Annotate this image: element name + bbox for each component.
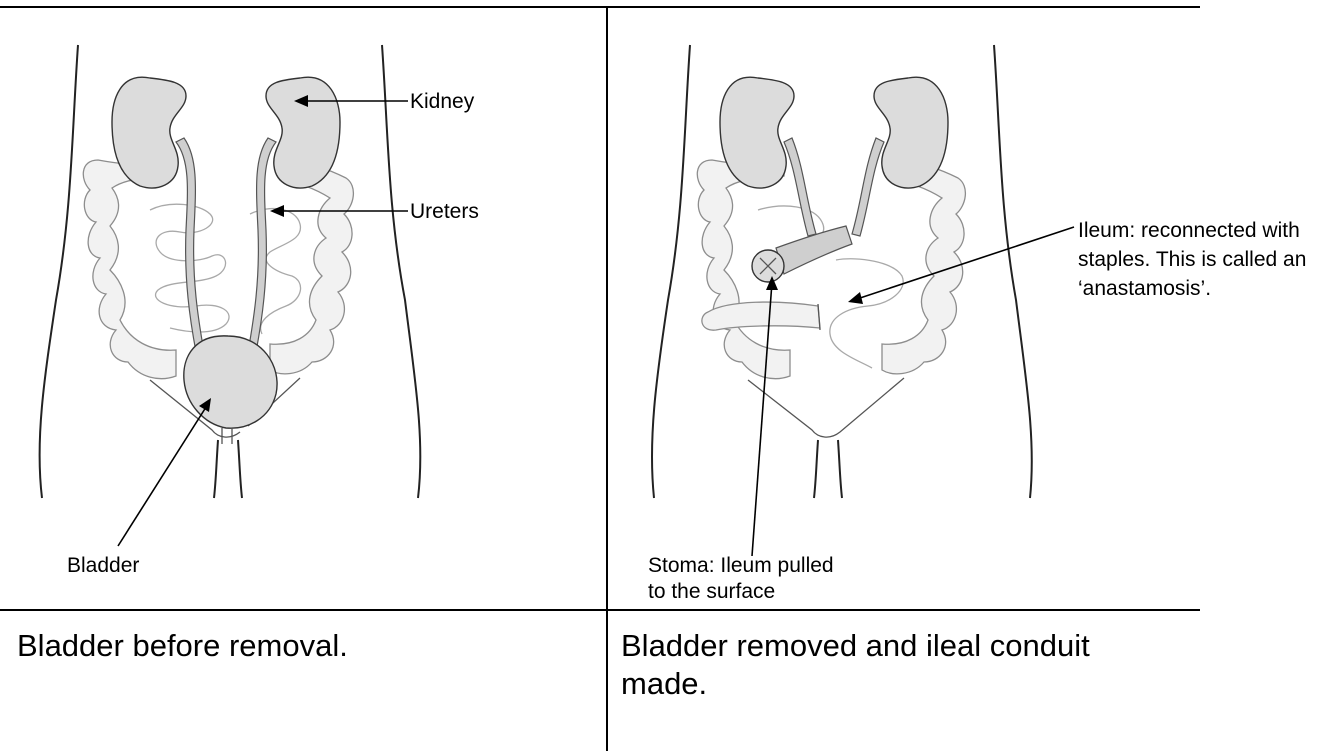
caption-ileal-conduit: Bladder removed and ileal conduit made. [621,627,1141,703]
stoma-label: Stoma: Ileum pulled to the surface [648,553,838,605]
large-bowel [83,160,176,379]
leg-outline-left [214,440,218,498]
ureter-right [852,138,884,236]
ureter-left [176,138,204,352]
leg-outline-right [838,440,842,498]
caption-before-removal: Bladder before removal. [17,627,587,665]
bladder-organ [184,336,277,428]
leg-outline-left [814,440,818,498]
diagram-before-removal: Kidney Ureters Bladder [0,0,606,609]
kidney-right [266,77,340,188]
ileum-arrowhead [848,292,863,304]
ureter-right [248,138,276,352]
kidney-left [720,77,794,188]
diagram-ileal-conduit: Ileum: reconnected with staples. This is… [608,0,1318,609]
bladder-label: Bladder [67,553,139,578]
large-bowel-right [270,160,353,374]
torso-outline-left [40,45,78,498]
urethra [222,428,232,444]
ureters-label: Ureters [410,199,479,224]
ureter-left [784,138,816,236]
table-middle-rule [0,609,1200,611]
anatomy-illustration-after [608,0,1318,609]
anatomy-illustration-before [0,0,606,609]
kidney-label: Kidney [410,89,474,114]
ileum-label: Ileum: reconnected with staples. This is… [1078,216,1310,303]
torso-outline-left [652,45,690,498]
kidney-right [874,77,948,188]
ureters-arrowhead [270,205,284,217]
torso-outline-right [994,45,1032,498]
kidney-left [112,77,186,188]
leg-outline-right [238,440,242,498]
bladder-leader [118,404,208,546]
pelvis-line [748,378,904,437]
